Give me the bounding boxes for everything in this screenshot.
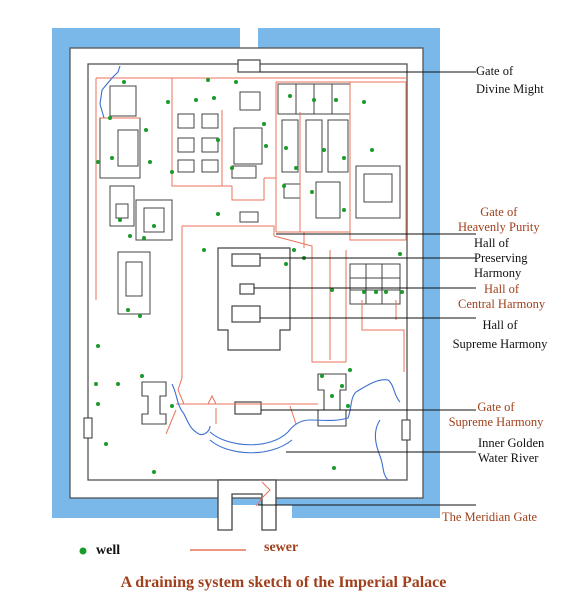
label-gate-heavenly-purity-line2: Heavenly Purity xyxy=(458,220,540,234)
label-heavenly-group: Gate of Heavenly Purity xyxy=(458,205,540,235)
label-line: Preserving xyxy=(474,251,528,265)
label-line: Hall of xyxy=(482,318,518,332)
label-gate-supreme-harmony: Gate of Supreme Harmony xyxy=(440,400,552,430)
legend-well-label: well xyxy=(96,543,121,558)
label-gate-divine-might: Gate of Divine Might xyxy=(476,64,544,97)
label-line: Supreme Harmony xyxy=(452,337,548,351)
label-hall-supreme-harmony: Hall of Supreme Harmony xyxy=(440,318,560,352)
meridian-gate-building xyxy=(217,479,277,531)
label-line: Central Harmony xyxy=(458,297,546,311)
label-line: Hall of xyxy=(474,236,510,250)
label-line: Water River xyxy=(478,451,539,465)
label-hall-preserving-harmony: Hall of Preserving Harmony xyxy=(474,236,527,281)
legend-well-dot xyxy=(79,547,87,555)
south-buildings xyxy=(83,373,411,441)
legend-sewer-label: sewer xyxy=(264,540,299,555)
west-buildings xyxy=(109,185,173,315)
map-title: A draining system sketch of the Imperial… xyxy=(120,574,447,591)
label-line: Harmony xyxy=(474,266,522,280)
label-meridian-gate: The Meridian Gate xyxy=(442,510,538,524)
inner-golden-water-river xyxy=(99,65,401,481)
label-line: Gate of xyxy=(477,400,515,414)
label-inner-golden-water-river: Inner Golden Water River xyxy=(478,436,544,466)
central-halls xyxy=(217,247,291,415)
leader-lines xyxy=(254,71,476,506)
sewer-network xyxy=(95,77,408,507)
label-line: Supreme Harmony xyxy=(448,415,544,429)
label-line: Hall of xyxy=(484,282,520,296)
label-line: Divine Might xyxy=(476,82,544,96)
label-gate-heavenly-purity-line1: Gate of xyxy=(480,205,518,219)
label-line: Inner Golden xyxy=(478,436,545,450)
label-hall-central-harmony: Hall of Central Harmony xyxy=(458,282,545,312)
gate-divine-might-building xyxy=(237,59,261,73)
wells xyxy=(94,78,404,474)
label-line: Gate of xyxy=(476,64,514,78)
